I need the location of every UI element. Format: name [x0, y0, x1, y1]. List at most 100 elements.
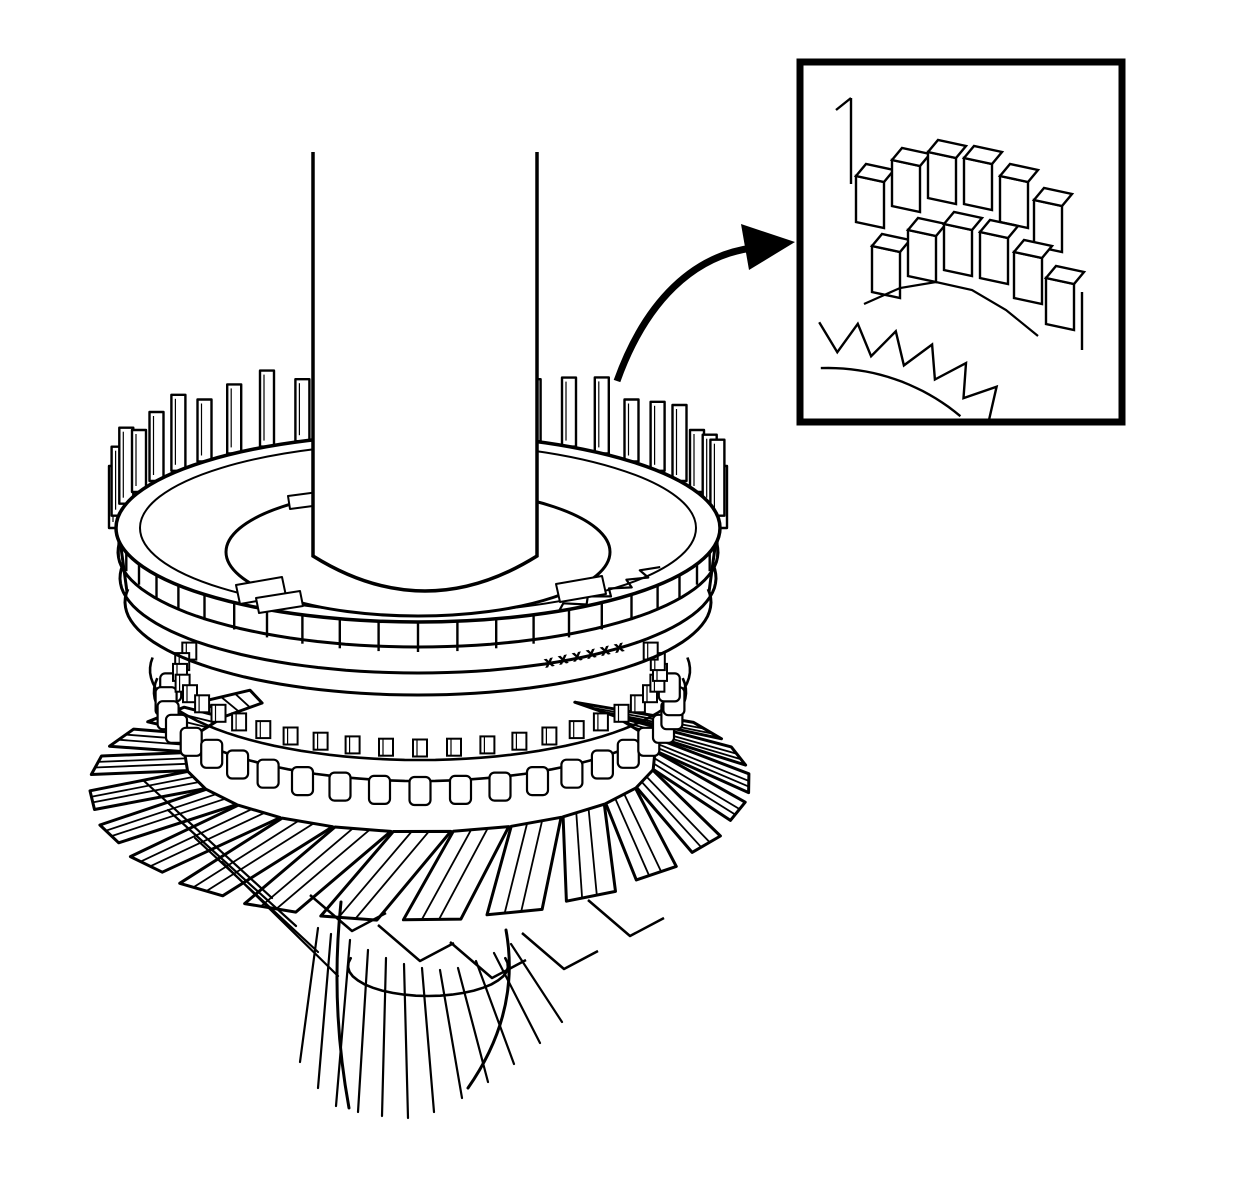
- spline-tooth: [479, 735, 496, 755]
- gear-tooth-ridge: [111, 797, 226, 837]
- band-left-edge: [118, 539, 129, 593]
- gear-tooth: [128, 803, 282, 874]
- cone-edge: [335, 900, 351, 1110]
- spline-tooth: [541, 726, 558, 746]
- window-notch: [255, 590, 304, 614]
- detail-tooth-top: [941, 210, 985, 232]
- callout-group: [613, 224, 795, 383]
- spline-tooth: [194, 694, 211, 714]
- callout-arrow-shaft: [613, 244, 753, 383]
- gear-tooth-ridge: [220, 696, 240, 713]
- detail-tooth-top: [1011, 238, 1055, 260]
- detail-line: [835, 97, 852, 111]
- detail-tooth-front: [890, 158, 922, 214]
- spline-tooth: [344, 735, 361, 755]
- detail-tooth-front: [942, 222, 974, 278]
- clutch-tooth: [590, 749, 615, 780]
- detail-tooth-front: [906, 228, 938, 284]
- spline-tooth: [255, 720, 272, 740]
- gear-tooth-ridge: [260, 827, 354, 907]
- gear-tooth-ridge: [193, 820, 299, 889]
- detail-tooth-top: [925, 138, 969, 160]
- spline-tooth: [231, 712, 248, 732]
- detail-tooth-front: [998, 174, 1030, 230]
- striation-line: [420, 966, 436, 1114]
- band-right-edge: [707, 539, 718, 593]
- striation-line: [492, 951, 542, 1045]
- gear-tooth: [604, 786, 678, 882]
- detail-tooth-top: [961, 144, 1005, 166]
- clutch-tooth: [200, 738, 224, 769]
- gear-tooth-ridge: [587, 808, 598, 896]
- shaft: [311, 152, 539, 593]
- gear-clutch-teeth-ring: [148, 657, 692, 807]
- spline-tooth: [312, 731, 329, 751]
- spline-tooth: [412, 738, 428, 758]
- gear-tooth-ridge: [91, 776, 194, 798]
- clutch-tooth: [488, 771, 512, 802]
- gear-tooth-ridge: [623, 793, 662, 872]
- gear-tooth-ridge: [438, 827, 489, 920]
- detail-tooth-top: [997, 162, 1041, 184]
- clutch-tooth: [616, 738, 640, 769]
- sleeve-tooth: [196, 398, 213, 463]
- window-notch: [555, 575, 607, 603]
- spline-tooth: [613, 703, 630, 723]
- gear-tooth-ridge: [503, 823, 528, 914]
- clutch-tooth: [226, 749, 250, 780]
- gear-tooth-ridge: [421, 829, 472, 921]
- clutch-tooth: [525, 765, 550, 797]
- gear-tooth-ridge: [105, 793, 217, 832]
- shaft-group: [311, 152, 539, 593]
- gear-tooth-ridge: [641, 781, 702, 848]
- hub-bottom-edge: [346, 956, 510, 998]
- clutch-tooth: [290, 765, 315, 797]
- gear-tooth-ridge: [118, 738, 190, 746]
- inner-teeth-zigzag: [557, 566, 661, 612]
- sleeve-tooth: [671, 403, 688, 483]
- striation-line: [402, 962, 410, 1120]
- striation-line: [509, 942, 564, 1024]
- gear-tooth-ridge: [205, 822, 314, 892]
- detail-ring-base-edge: [863, 280, 1039, 337]
- striation-line: [166, 808, 298, 928]
- clutch-tooth: [256, 758, 280, 789]
- spline-tooth: [592, 712, 609, 732]
- gear-tooth-edge: [587, 899, 665, 938]
- clutch-tooth: [448, 774, 473, 806]
- spline-teeth-ring: [172, 641, 668, 758]
- sleeve-tooth: [649, 400, 666, 472]
- gear-tooth: [319, 829, 453, 922]
- sleeve-tooth: [623, 398, 640, 463]
- striation-line: [316, 932, 333, 1090]
- gear-tooth-ridge: [92, 781, 199, 804]
- gear-tooth-ridge: [653, 757, 741, 810]
- clutch-tooth: [179, 726, 203, 757]
- sleeve-tooth: [593, 376, 610, 455]
- striation-line: [380, 956, 388, 1118]
- detail-tooth-front: [962, 156, 994, 212]
- spline-tooth: [568, 720, 585, 740]
- clutch-tooth: [408, 775, 432, 807]
- gear-tooth-edge: [377, 924, 455, 963]
- gear-tooth: [485, 815, 563, 917]
- detail-tooth-top: [1031, 186, 1075, 208]
- spline-tooth: [446, 737, 462, 757]
- clutch-tooth: [328, 771, 352, 802]
- gear-tooth: [178, 816, 335, 898]
- sleeve-tooth: [170, 393, 187, 472]
- spline-tooth: [511, 731, 528, 751]
- gear-tooth: [89, 751, 189, 776]
- gear-tooth-ridge: [520, 820, 543, 912]
- detail-tooth-front: [978, 230, 1010, 286]
- gear-tooth-ridge: [98, 757, 186, 763]
- sleeve-tooth: [225, 383, 243, 455]
- clutch-tooth: [367, 774, 392, 806]
- gear-tooth-ridge: [646, 738, 750, 782]
- detail-tooth-front: [926, 150, 958, 206]
- gear-tooth-ridge: [338, 830, 413, 918]
- gear-tooth-edge: [521, 932, 599, 971]
- gear-tooth-ridge: [95, 762, 187, 769]
- sleeve-tooth: [560, 376, 578, 448]
